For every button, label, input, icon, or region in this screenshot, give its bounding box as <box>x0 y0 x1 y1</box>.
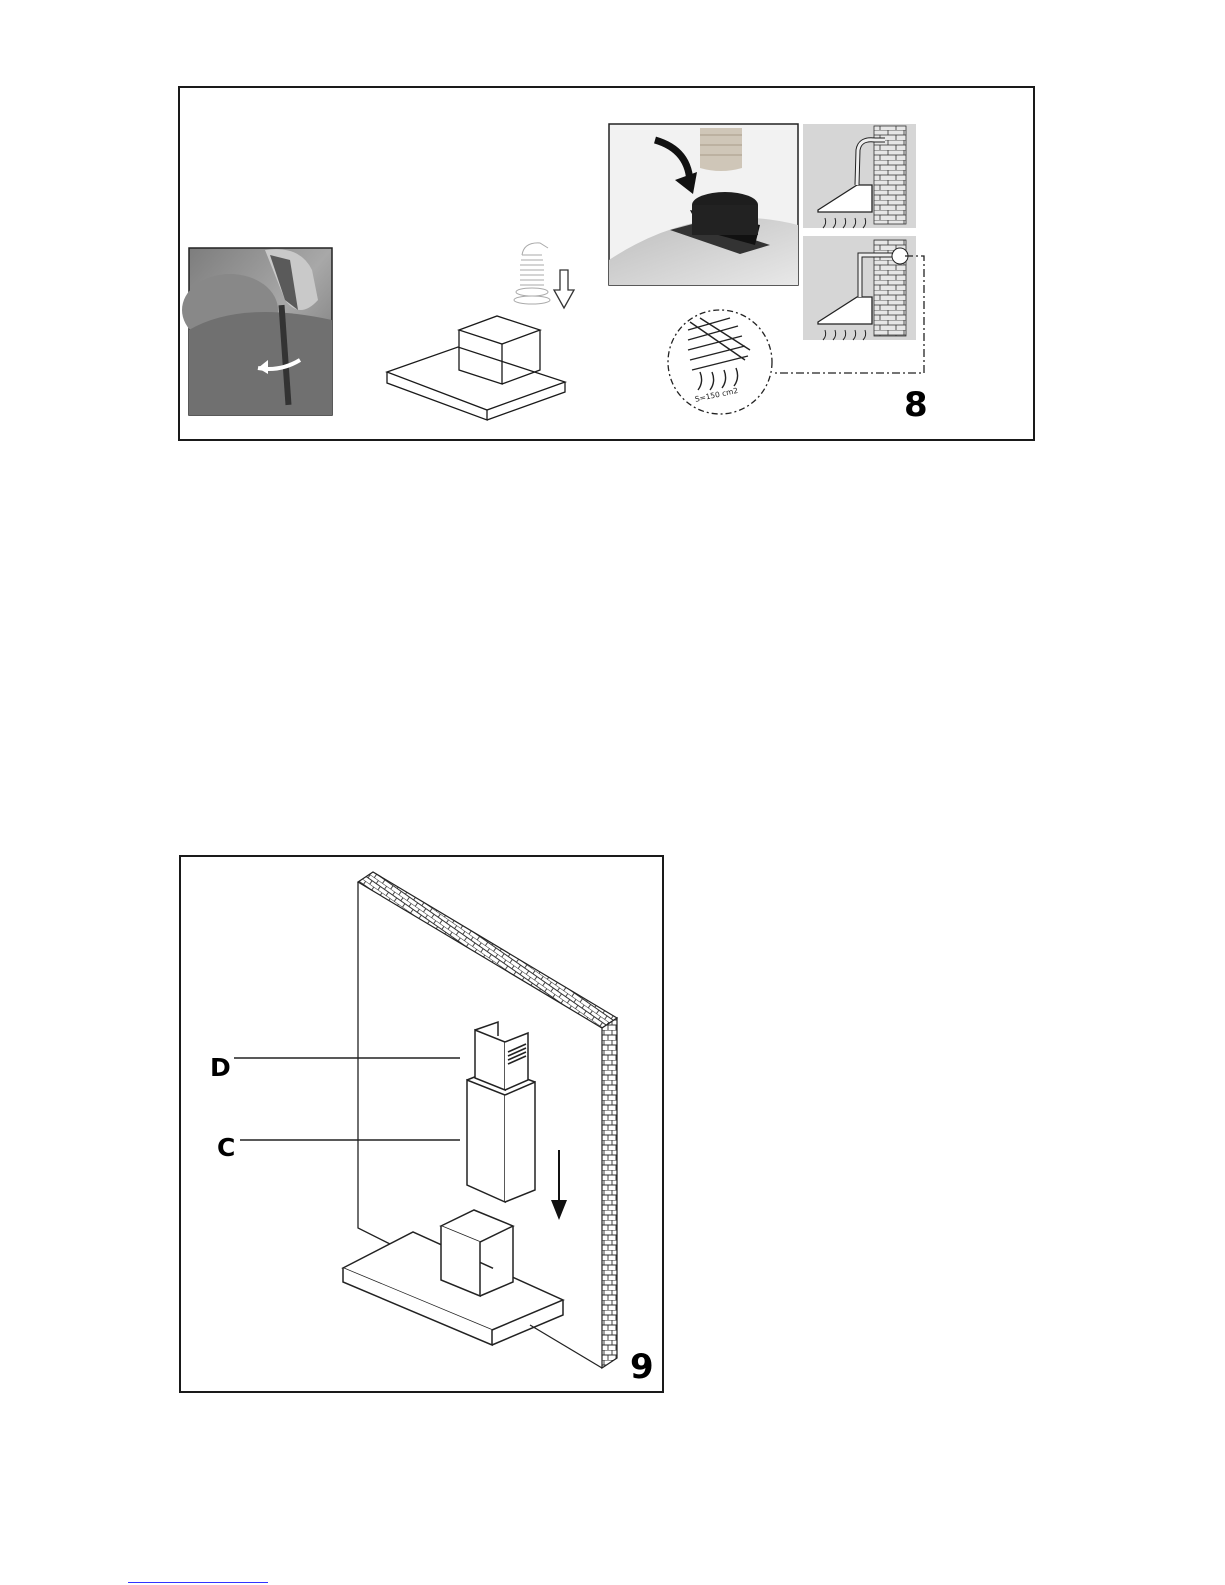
figure-9-number: 9 <box>630 1350 654 1384</box>
duct-connection-photo <box>609 124 798 285</box>
ducted-wall-diagram-top <box>803 124 916 228</box>
duct-mount-diagram <box>387 243 574 420</box>
screwdriver-photo <box>182 248 332 415</box>
figure-8-number: 8 <box>904 388 928 422</box>
footnote-rule <box>128 1582 268 1583</box>
figure-9-frame <box>179 855 664 1393</box>
callout-d: D <box>210 1055 231 1080</box>
callout-c: C <box>217 1135 235 1160</box>
